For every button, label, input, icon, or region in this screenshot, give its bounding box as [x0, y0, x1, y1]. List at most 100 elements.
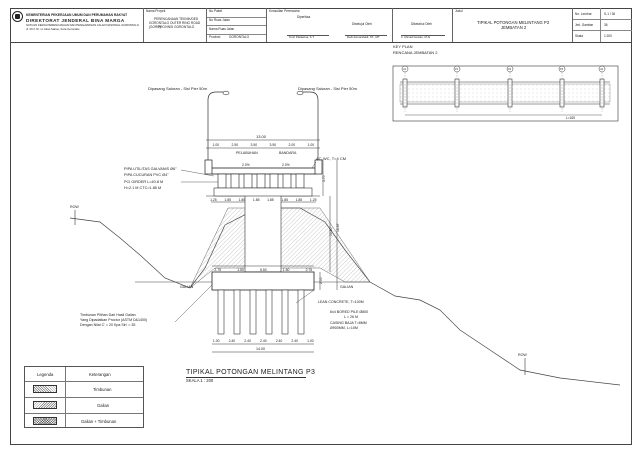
galian-swatch: [33, 401, 57, 409]
girder-dim-4: 1.85: [267, 198, 274, 202]
sheet-title-label: Judul: [455, 9, 463, 13]
girder-note: PCI GIRDER L=40.8 M: [124, 180, 163, 184]
existing-ground-line: [69, 207, 621, 386]
key-plan-marker-4: A2: [600, 68, 604, 71]
fill-note-3: Dengan Nilai C' = 20 Kpa Sin' = 35: [80, 323, 135, 327]
girder-dim-7: 1.25: [310, 198, 317, 202]
key-plan-marker-labels: A1 P1 P2 P3 A2: [403, 68, 604, 71]
h-dim-4: 2.00: [319, 277, 323, 284]
known-label: Diketahui Oleh: [411, 22, 432, 26]
province-label: Provinsi: [209, 35, 221, 39]
timbunan-swatch: [33, 385, 57, 393]
pile-total: 14.00: [256, 347, 265, 351]
province-value: GORONTALO: [229, 35, 250, 39]
fill-note-2: Yang Dipadatkan Proctor (ASTM D&1400): [80, 318, 147, 322]
pile-note-2: L = 26 M: [344, 315, 358, 319]
signatory-left: Tenri Pattiasina, S.T: [289, 35, 315, 39]
sheet-number-cell: No. Lembar S-1 / 36 Jml. Gambar 36 Skala…: [573, 8, 632, 42]
pile-note-1: 6x4 BORED PILE Ø800: [330, 310, 368, 314]
girders: [217, 173, 305, 189]
project-cell: Nama Proyek PERENCANAAN TEKNIK/DED GORON…: [144, 8, 207, 42]
signature-line-left: [287, 35, 329, 36]
scale-label: Skala: [575, 34, 583, 38]
legend-col-1: Legenda: [37, 372, 54, 377]
pipe-note-1: PIPA UTILITAS GALVANIS Ø6": [124, 167, 177, 171]
consultant-cell: Konsultan Perencana Diperiksa Disetujui …: [267, 8, 393, 42]
galian-right: GALIAN: [340, 285, 354, 289]
casing-note-2: Ø900MM, L=10M: [330, 326, 358, 330]
address-line-1: SATUAN KERJA PERENCANAAN DAN PENGAWASAN …: [26, 23, 139, 27]
drawing-title: TIPIKAL POTONGAN MELINTANG P3: [186, 369, 316, 376]
pile-dim-4: 2.40: [276, 339, 283, 343]
key-plan-title: KEY PLAN: [393, 44, 413, 49]
key-plan-marker-2: P2: [508, 68, 512, 71]
pipe-note-2: PIPA CUCURAN PVC Ø4": [124, 173, 169, 177]
asphalt-note: AC-WC, T=4 CM: [316, 156, 346, 161]
parapet-left: [204, 159, 213, 175]
galian-timbunan-swatch: [33, 417, 57, 425]
pier-dim-3: 1.50: [283, 268, 290, 272]
h-dim-3: 16.67: [336, 223, 340, 232]
key-plan-length: L=165: [566, 116, 575, 120]
lamp-pole-left: [207, 91, 224, 160]
key-plan-marker-0: A1: [403, 68, 407, 71]
legend-row-2: Galian: [97, 403, 110, 408]
pile-cap: [211, 271, 315, 291]
lane-left: PELABUHAN: [236, 151, 258, 155]
pier-dim-1: 1.50: [237, 268, 244, 272]
top-dim-5: 1.00: [308, 143, 315, 147]
project-name-3: PROVINSI GORONTALO: [158, 25, 195, 29]
address-line-2: Jl. Prof. Dr. H. Aloei Saboe, Kota Goron…: [26, 27, 80, 31]
galian-left: GALIAN: [180, 285, 194, 289]
road-no-label: No Ruas Jalan: [209, 18, 230, 22]
top-dim-2: 3.50: [251, 143, 258, 147]
pier-head: [213, 187, 313, 197]
girder-dim-0: 1.25: [210, 198, 217, 202]
top-dim-4: 2.00: [289, 143, 296, 147]
row-label-right: ROW: [518, 353, 527, 357]
drawing-no-value: 36: [604, 23, 608, 27]
project-label: Nama Proyek: [146, 9, 166, 13]
signature-line-right: [401, 35, 445, 36]
ministry-cell: KEMENTERIAN PEKERJAAN UMUM DAN PERUMAHAN…: [10, 8, 144, 42]
key-plan-grid-lines: [404, 72, 603, 112]
pile-dim-1: 2.40: [229, 339, 236, 343]
project-name-1: PERENCANAAN TEKNIK/DED: [154, 17, 199, 21]
drawing-no-label: Jml. Gambar: [575, 23, 594, 27]
pier-column: [244, 187, 282, 273]
key-plan-girders: [399, 83, 611, 103]
girder-dim-2: 1.85: [239, 198, 246, 202]
row-label-left: ROW: [70, 205, 79, 209]
sheet-title-2: JEMBATAN 2: [501, 25, 527, 30]
key-plan-marker-3: P3: [560, 68, 564, 71]
no-sheet-label: No. Lembar: [575, 12, 592, 16]
girder-dim-1: 1.85: [224, 198, 231, 202]
scale-value: 1:200: [604, 34, 612, 38]
no-sheet-value: S-1 / 36: [604, 12, 616, 16]
bored-piles: [217, 289, 305, 335]
fill-note-1: Timbunan Pilihan Dari Hasil Galian: [80, 313, 136, 317]
pile-dim-6: 1.00: [307, 339, 314, 343]
title-underline: [186, 377, 306, 378]
pile-dim-2: 2.40: [244, 339, 251, 343]
lamp-head-right-icon: [296, 90, 304, 96]
signatory-mid: Dedi Asmarahadi, ST., MT: [347, 35, 380, 39]
ministry-logo-icon: [12, 11, 23, 22]
deck-slab: [210, 167, 317, 175]
sheet-frame: [10, 8, 632, 445]
sheet-title-1: TIPIKAL POTONGAN MELINTANG P3: [477, 20, 550, 25]
top-dim-0: 1.00: [213, 143, 220, 147]
consultant-label: Konsultan Perencana: [269, 9, 300, 13]
package-label: No Paket: [209, 9, 223, 13]
key-plan-marker-1: P1: [455, 68, 459, 71]
top-dim-1: 2.50: [232, 143, 239, 147]
slope-left: 2.0%: [242, 163, 250, 167]
project-name-2: GORONTALO OUTER RING ROAD (GORR): [149, 21, 201, 29]
known-cell: Diketahui Oleh Ir. Ahmad Fauzan, M.Si: [393, 8, 453, 42]
girder-dim-6: 1.85: [296, 198, 303, 202]
total-width: 13.00: [256, 134, 267, 139]
railing-note-right: Dipasang Saluran - Sisi Pier 50m: [298, 86, 358, 91]
